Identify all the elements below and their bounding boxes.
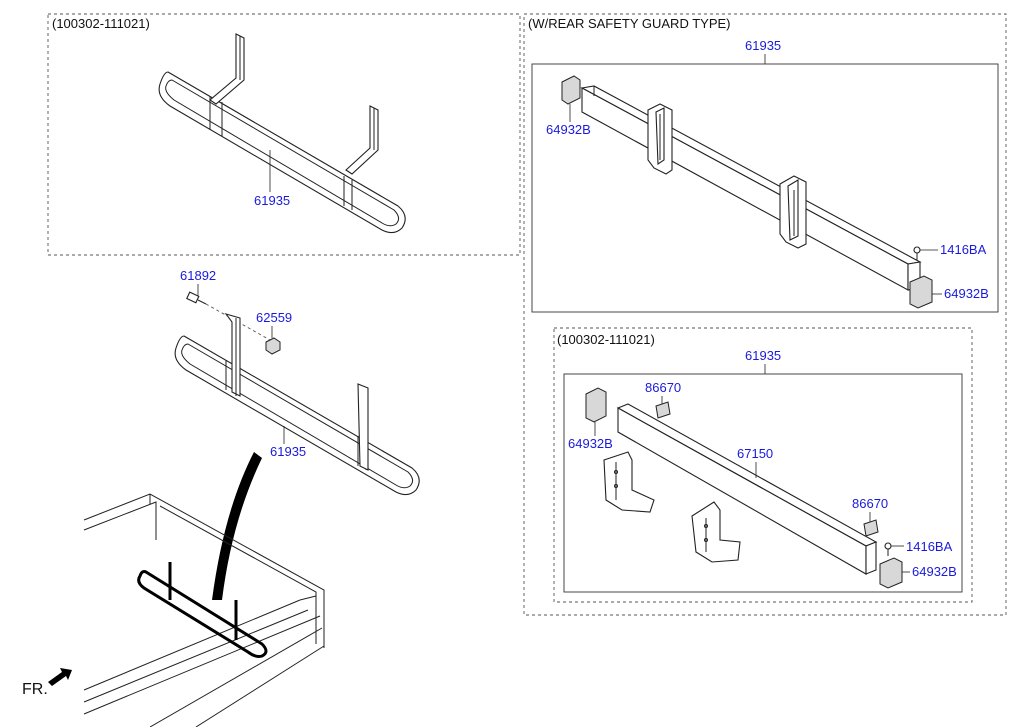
pad-86670-right	[863, 519, 879, 537]
bolt-61892	[186, 291, 207, 305]
callout-wedge	[212, 452, 262, 600]
section-right-header: (W/REAR SAFETY GUARD TYPE)	[528, 16, 731, 31]
end-cap-right-top-left	[561, 75, 581, 105]
assembly-box-right-bottom	[563, 373, 963, 593]
end-cap-right-top-right	[909, 275, 933, 309]
section-top-left-header: (100302-111021)	[52, 16, 150, 31]
part-label-64932b-right-top-right: 64932B	[944, 286, 989, 301]
section-right-top: 61935 64932B	[531, 38, 999, 313]
bracket-right-top-1	[647, 103, 673, 175]
part-label-62559: 62559	[256, 310, 292, 325]
part-label-86670-right: 86670	[852, 496, 888, 511]
section-top-left-border	[47, 13, 521, 256]
front-label: FR.	[22, 681, 48, 698]
bracket-right-top-2	[779, 175, 807, 249]
part-label-1416ba-right-top: 1416BA	[940, 242, 987, 257]
bed-rail-highlight	[137, 570, 268, 658]
nut-62559	[265, 337, 281, 355]
section-middle-left: 61892 62559 61935	[174, 268, 420, 600]
end-cap-right-bottom-left	[585, 387, 607, 423]
part-label-61935-right-bottom: 61935	[745, 348, 781, 363]
part-label-1416ba-right-bottom: 1416BA	[906, 539, 953, 554]
rail-guard-top-left	[158, 33, 406, 234]
section-right-bottom: (100302-111021) 61935 67150 86670 64932B	[553, 327, 973, 603]
part-label-64932b-right-top-left: 64932B	[546, 122, 591, 137]
front-direction-indicator: FR.	[22, 668, 72, 698]
front-arrow-icon	[48, 668, 72, 686]
part-label-64932b-right-bottom-left: 64932B	[568, 436, 613, 451]
bracket-right-bottom-2	[691, 501, 741, 563]
part-label-61935-middle-left: 61935	[270, 444, 306, 459]
part-label-67150: 67150	[737, 446, 773, 461]
bracket-right-bottom-1	[603, 451, 655, 513]
guard-beam-right-top	[580, 85, 922, 291]
section-top-left: (100302-111021) 61935	[47, 13, 521, 256]
part-label-61892: 61892	[180, 268, 216, 283]
part-label-64932b-right-bottom-right: 64932B	[912, 564, 957, 579]
section-right-bottom-border	[553, 327, 973, 603]
rail-guard-middle-left	[174, 313, 420, 496]
truck-bed	[83, 493, 325, 727]
part-label-86670-top: 86670	[645, 380, 681, 395]
screw-1416ba-right-top	[913, 246, 921, 260]
beam-67150	[616, 403, 878, 575]
pad-86670-top	[655, 401, 671, 419]
part-label-61935-right-top: 61935	[745, 38, 781, 53]
section-right-border	[523, 13, 1007, 616]
screw-1416ba-right-bottom	[884, 542, 892, 556]
assembly-box-right-top	[531, 63, 999, 313]
section-right-bottom-header: (100302-111021)	[557, 332, 655, 347]
end-cap-right-bottom-right	[879, 557, 903, 589]
part-label-61935-top-left: 61935	[254, 193, 290, 208]
